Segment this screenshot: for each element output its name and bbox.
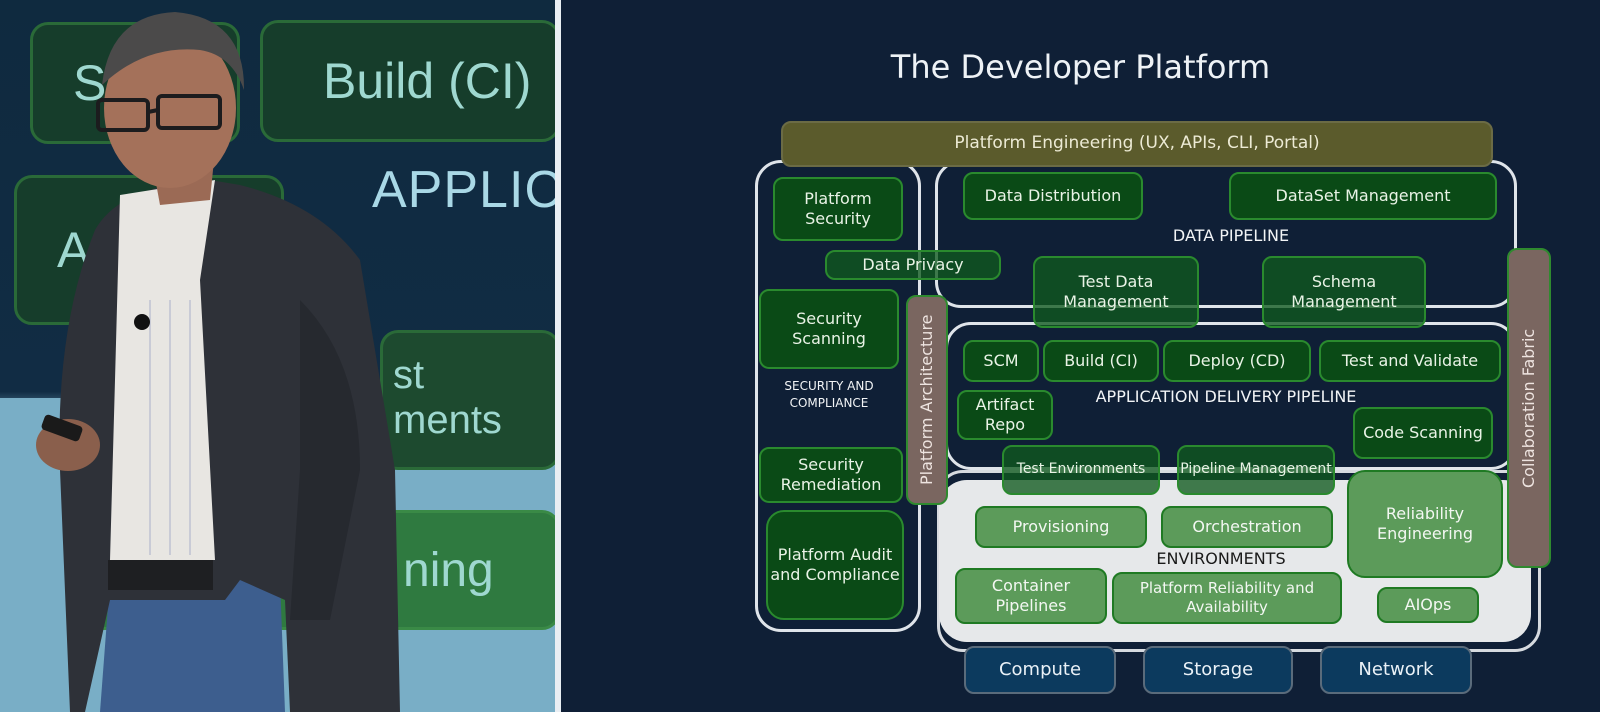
box-platform-security: Platform Security [773, 177, 903, 241]
box-compute: Compute [964, 646, 1116, 694]
box-schema-management: Schema Management [1262, 256, 1426, 328]
box-build-ci: Build (CI) [1043, 340, 1159, 382]
box-dataset-management: DataSet Management [1229, 172, 1497, 220]
box-data-distribution: Data Distribution [963, 172, 1143, 220]
box-provisioning: Provisioning [975, 506, 1147, 548]
security-compliance-label: SECURITY AND COMPLIANCE [784, 379, 874, 411]
data-pipeline-label: DATA PIPELINE [1172, 226, 1290, 245]
background-tile-test-env: st ments [380, 330, 555, 470]
slide-title: The Developer Platform [890, 48, 1271, 86]
box-artifact-repo: Artifact Repo [957, 390, 1053, 440]
box-code-scanning: Code Scanning [1353, 407, 1493, 459]
box-network: Network [1320, 646, 1472, 694]
box-container-pipelines: Container Pipelines [955, 568, 1107, 624]
box-reliability-engineering: Reliability Engineering [1347, 470, 1503, 578]
box-deploy-cd: Deploy (CD) [1163, 340, 1311, 382]
box-test-data-management: Test Data Management [1033, 256, 1199, 328]
speaker-figure [36, 12, 400, 712]
box-security-remediation: Security Remediation [759, 447, 903, 503]
collaboration-fabric-bar: Collaboration Fabric [1507, 248, 1551, 568]
box-orchestration: Orchestration [1161, 506, 1333, 548]
environments-label: ENVIRONMENTS [1156, 549, 1286, 568]
panel-divider [555, 0, 561, 712]
box-platform-reliability-availability: Platform Reliability and Availability [1112, 572, 1342, 624]
developer-platform-slide: The Developer Platform Platform Engineer… [561, 0, 1600, 712]
application-delivery-label: APPLICATION DELIVERY PIPELINE [1095, 387, 1357, 406]
background-tile-build: Build (CI) [260, 20, 555, 142]
box-storage: Storage [1143, 646, 1293, 694]
box-pipeline-management: Pipeline Management [1177, 445, 1335, 495]
speaker-video-panel: S Build (CI) APPLIC Art st ments ning [0, 0, 555, 712]
box-test-and-validate: Test and Validate [1319, 340, 1501, 382]
platform-architecture-bar: Platform Architecture [906, 295, 948, 505]
box-test-environments: Test Environments [1002, 445, 1160, 495]
box-platform-audit-compliance: Platform Audit and Compliance [766, 510, 904, 620]
box-security-scanning: Security Scanning [759, 289, 899, 369]
box-scm: SCM [963, 340, 1039, 382]
platform-engineering-bar: Platform Engineering (UX, APIs, CLI, Por… [781, 121, 1493, 167]
box-data-privacy: Data Privacy [825, 250, 1001, 280]
background-text-applic: APPLIC [372, 161, 555, 219]
box-aiops: AIOps [1377, 587, 1479, 623]
